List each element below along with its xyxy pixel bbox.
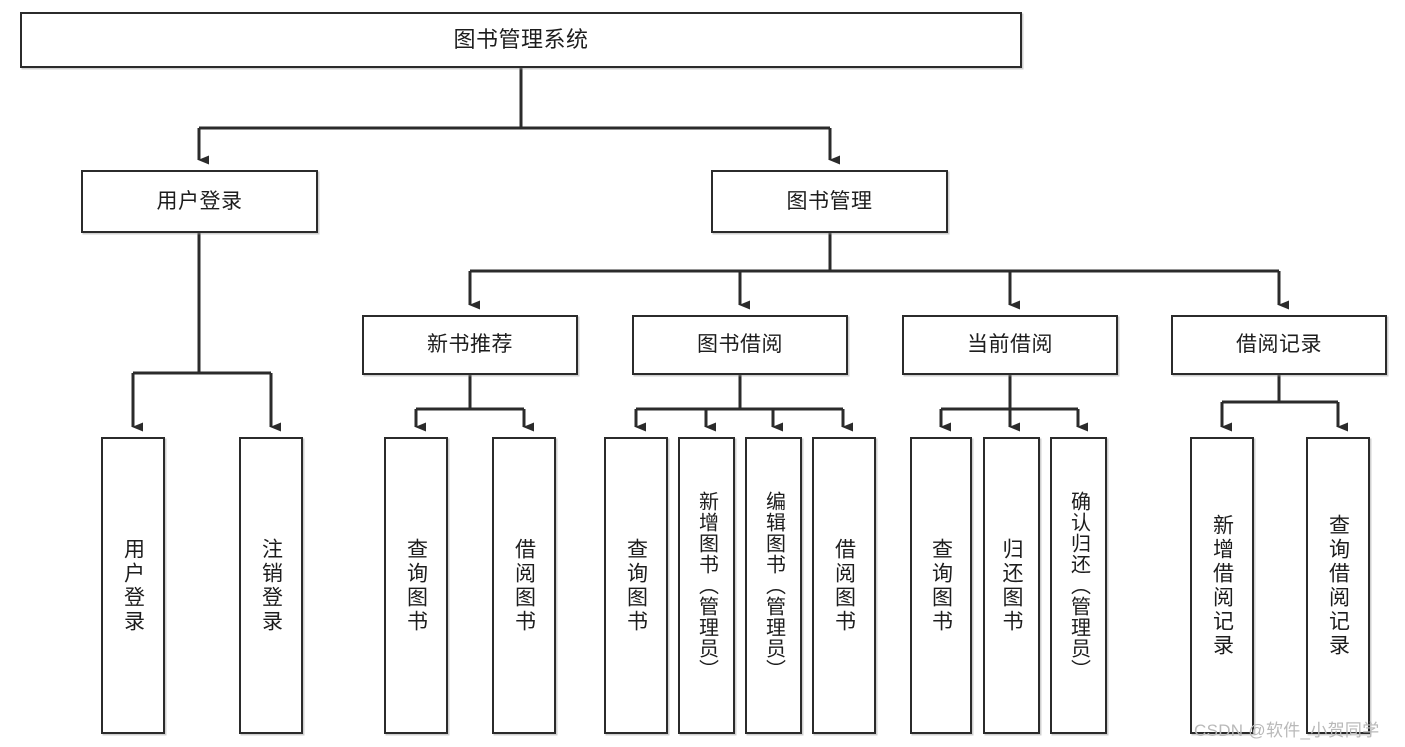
node-label: 新增图书（管理员）	[695, 491, 718, 680]
node-label: 借阅图书	[512, 537, 536, 634]
node-label: 注销登录	[259, 537, 283, 634]
node-root-system[interactable]: 图书管理系统	[20, 12, 1022, 68]
leaf-logout[interactable]: 注销登录	[239, 437, 303, 734]
leaf-records-add-record[interactable]: 新增借阅记录	[1190, 437, 1254, 734]
node-book-borrow[interactable]: 图书借阅	[632, 315, 848, 375]
node-user-login[interactable]: 用户登录	[81, 170, 318, 233]
node-label: 新增借阅记录	[1210, 513, 1234, 658]
node-borrow-records[interactable]: 借阅记录	[1171, 315, 1387, 375]
leaf-newbook-search-book[interactable]: 查询图书	[384, 437, 448, 734]
leaf-user-login[interactable]: 用户登录	[101, 437, 165, 734]
node-label: 查询借阅记录	[1326, 513, 1350, 658]
node-label: 新书推荐	[427, 333, 513, 357]
node-label: 查询图书	[929, 537, 953, 634]
watermark-text: CSDN @软件_小贺同学	[1194, 721, 1380, 740]
node-label: 查询图书	[404, 537, 428, 634]
node-label: 借阅记录	[1236, 333, 1322, 357]
leaf-borrow-search-book[interactable]: 查询图书	[604, 437, 668, 734]
node-label: 归还图书	[1000, 537, 1023, 634]
leaf-borrow-edit-book[interactable]: 编辑图书（管理员）	[745, 437, 802, 734]
leaf-borrow-borrow-book[interactable]: 借阅图书	[812, 437, 876, 734]
node-new-book-recommend[interactable]: 新书推荐	[362, 315, 578, 375]
leaf-current-search-book[interactable]: 查询图书	[910, 437, 972, 734]
node-label: 查询图书	[624, 537, 648, 634]
node-label: 用户登录	[121, 537, 145, 634]
leaf-borrow-add-book[interactable]: 新增图书（管理员）	[678, 437, 735, 734]
leaf-records-search-record[interactable]: 查询借阅记录	[1306, 437, 1370, 734]
leaf-newbook-borrow-book[interactable]: 借阅图书	[492, 437, 556, 734]
node-label: 编辑图书（管理员）	[762, 491, 785, 680]
node-label: 用户登录	[156, 189, 243, 213]
node-label: 当前借阅	[967, 333, 1053, 357]
node-current-borrow[interactable]: 当前借阅	[902, 315, 1118, 375]
leaf-current-confirm-return[interactable]: 确认归还（管理员）	[1050, 437, 1107, 734]
node-label: 确认归还（管理员）	[1067, 491, 1090, 680]
leaf-current-return-book[interactable]: 归还图书	[983, 437, 1040, 734]
node-label: 图书管理	[786, 189, 873, 213]
node-label: 图书借阅	[697, 333, 783, 357]
node-label: 借阅图书	[832, 537, 856, 634]
node-label: 图书管理系统	[453, 26, 589, 52]
node-book-management[interactable]: 图书管理	[711, 170, 948, 233]
